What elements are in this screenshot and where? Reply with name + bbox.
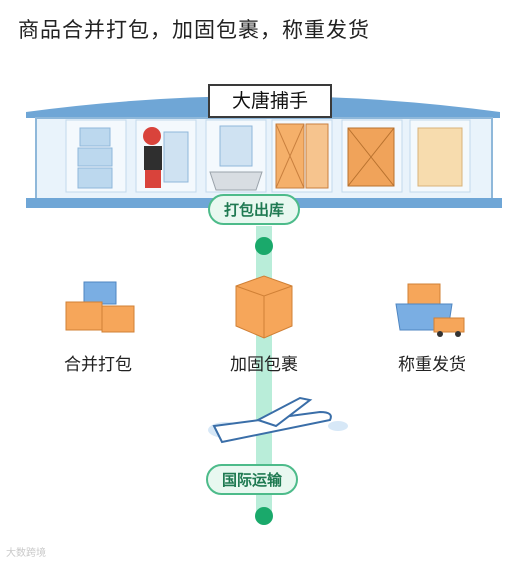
- scale-truck-icon: [395, 283, 465, 337]
- airplane-icon: [208, 396, 348, 444]
- blue-boxes-icon: [77, 127, 113, 189]
- page-title: 商品合并打包，加固包裹，称重发货: [18, 18, 370, 42]
- parcel-icon: [417, 127, 463, 187]
- step-label: 合并打包: [64, 355, 132, 375]
- weighing-scale-icon: [209, 125, 263, 191]
- flow-node: [255, 237, 273, 255]
- wooden-crate-icon: [275, 123, 329, 189]
- reinforced-package-icon: [235, 275, 293, 339]
- worker-icon: [143, 127, 189, 188]
- step-label: 加固包裹: [230, 355, 298, 375]
- watermark: 大数跨境: [6, 548, 46, 559]
- step-label: 称重发货: [398, 355, 466, 375]
- stacked-boxes-icon: [65, 281, 135, 333]
- stage-shipping: 国际运输: [206, 464, 299, 495]
- warehouse-sign: 大唐捕手: [208, 84, 332, 118]
- flow-node: [255, 507, 273, 525]
- wooden-crate-icon: [347, 127, 395, 187]
- stage-outbound: 打包出库: [208, 194, 301, 225]
